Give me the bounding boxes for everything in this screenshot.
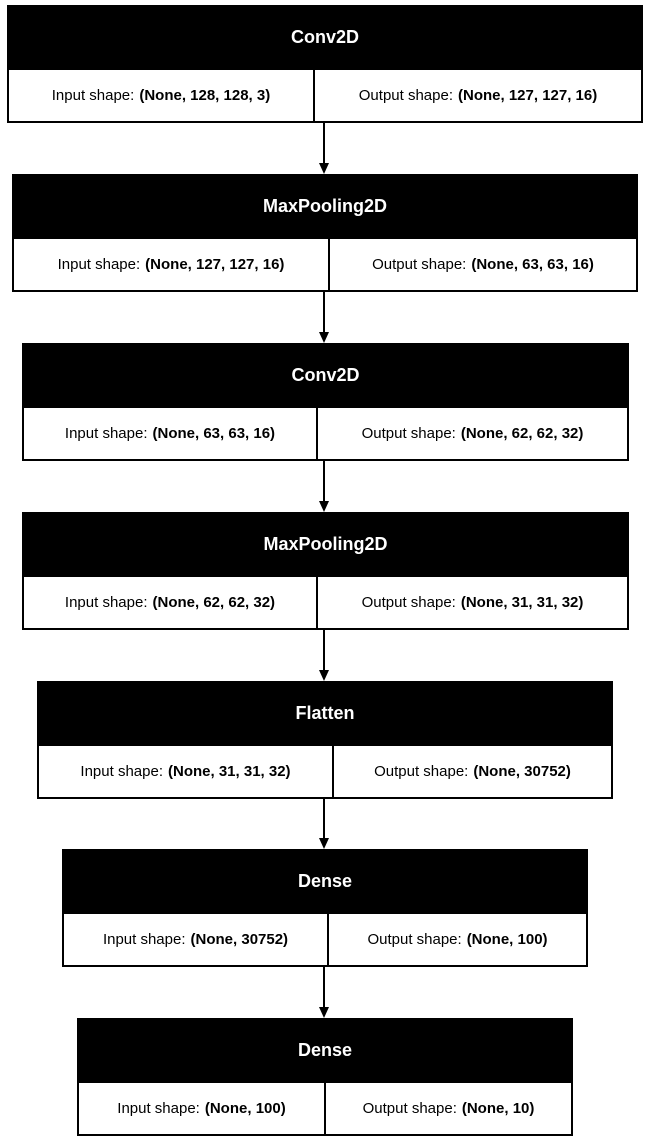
input-shape: Input shape:(None, 30752) xyxy=(64,914,329,965)
input-shape-value: (None, 63, 63, 16) xyxy=(152,425,276,442)
input-shape-label: Input shape: xyxy=(64,425,148,442)
output-shape: Output shape:(None, 100) xyxy=(329,914,586,965)
input-shape-value: (None, 128, 128, 3) xyxy=(139,87,271,104)
input-shape-label: Input shape: xyxy=(102,931,186,948)
layer-name: Conv2D xyxy=(291,365,360,385)
shape-row: Input shape:(None, 30752)Output shape:(N… xyxy=(64,914,586,965)
output-shape-value: (None, 31, 31, 32) xyxy=(460,594,584,611)
output-shape: Output shape: (None, 127, 127, 16) xyxy=(315,70,641,121)
output-shape-value: (None, 30752) xyxy=(473,763,571,780)
input-shape-label: Input shape: xyxy=(51,87,135,104)
output-shape-label: Output shape: xyxy=(372,256,467,273)
output-shape-value: (None, 100) xyxy=(466,931,548,948)
output-shape-label: Output shape: xyxy=(367,931,462,948)
layer-name: Dense xyxy=(297,871,353,891)
output-shape: Output shape:(None, 62, 62, 32) xyxy=(318,408,627,459)
shape-row: Input shape:(None, 63, 63, 16)Output sha… xyxy=(24,408,627,459)
output-shape: Output shape:(None, 30752) xyxy=(334,746,611,797)
layer-node: MaxPooling2D Input shape:(None, 62, 62, 3… xyxy=(22,512,629,630)
shape-row: Input shape:(None, 62, 62, 32)Output sha… xyxy=(24,577,627,628)
arrowhead-icon xyxy=(319,163,329,174)
input-shape-value: (None, 127, 127, 16) xyxy=(145,256,285,273)
arrowhead-icon xyxy=(319,1007,329,1018)
output-shape-value: (None, 10) xyxy=(461,1100,535,1117)
input-shape-value: (None, 30752) xyxy=(190,931,289,948)
layer-name: MaxPooling2D xyxy=(263,534,388,554)
output-shape-value: (None, 127, 127, 16) xyxy=(458,87,598,104)
arrowhead-icon xyxy=(319,670,329,681)
output-shape-label: Output shape: xyxy=(374,763,469,780)
layer-name: Conv2D xyxy=(290,27,359,47)
shape-row: Input shape:(None, 100)Output shape:(Non… xyxy=(79,1083,571,1134)
output-shape-label: Output shape: xyxy=(361,425,456,442)
layer-name: Flatten xyxy=(295,703,355,723)
output-shape-value: (None, 63, 63, 16) xyxy=(471,256,594,273)
output-shape-value: (None, 62, 62, 32) xyxy=(460,425,584,442)
output-shape-label: Output shape: xyxy=(358,87,453,104)
shape-row: Input shape:(None, 128, 128, 3)Output sh… xyxy=(9,70,641,121)
output-shape-label: Output shape: xyxy=(362,1100,457,1117)
layer-name: MaxPooling2D xyxy=(262,196,387,216)
input-shape-value: (None, 62, 62, 32) xyxy=(152,594,276,611)
input-shape-value: (None, 100) xyxy=(204,1100,286,1117)
input-shape: Input shape:(None, 62, 62, 32) xyxy=(24,577,318,628)
layer-node: MaxPooling2D Input shape:(None, 127, 127,… xyxy=(12,174,638,292)
input-shape: Input shape:(None, 128, 128, 3) xyxy=(9,70,315,121)
input-shape-value: (None, 31, 31, 32) xyxy=(168,763,291,780)
output-shape: Output shape:(None, 31, 31, 32) xyxy=(318,577,627,628)
input-shape: Input shape: (None, 31, 31, 32) xyxy=(39,746,334,797)
input-shape-label: Input shape: xyxy=(57,256,141,273)
output-shape: Output shape:(None, 10) xyxy=(326,1083,571,1134)
shape-row: Input shape: (None, 31, 31, 32) Output sha… xyxy=(39,746,611,797)
shape-row: Input shape:(None, 127, 127, 16)Output s… xyxy=(14,239,636,290)
input-shape-label: Input shape: xyxy=(117,1100,200,1117)
output-shape: Output shape:(None, 63, 63, 16) xyxy=(330,239,636,290)
layer-name: Dense xyxy=(297,1040,353,1060)
output-shape-label: Output shape: xyxy=(361,594,456,611)
input-shape: Input shape:(None, 100) xyxy=(79,1083,326,1134)
input-shape-label: Input shape: xyxy=(64,594,148,611)
arrowhead-icon xyxy=(319,838,329,849)
input-shape-label: Input shape: xyxy=(80,763,163,780)
input-shape: Input shape:(None, 63, 63, 16) xyxy=(24,408,318,459)
input-shape: Input shape:(None, 127, 127, 16) xyxy=(14,239,330,290)
arrowhead-icon xyxy=(319,332,329,343)
arrowhead-icon xyxy=(319,501,329,512)
